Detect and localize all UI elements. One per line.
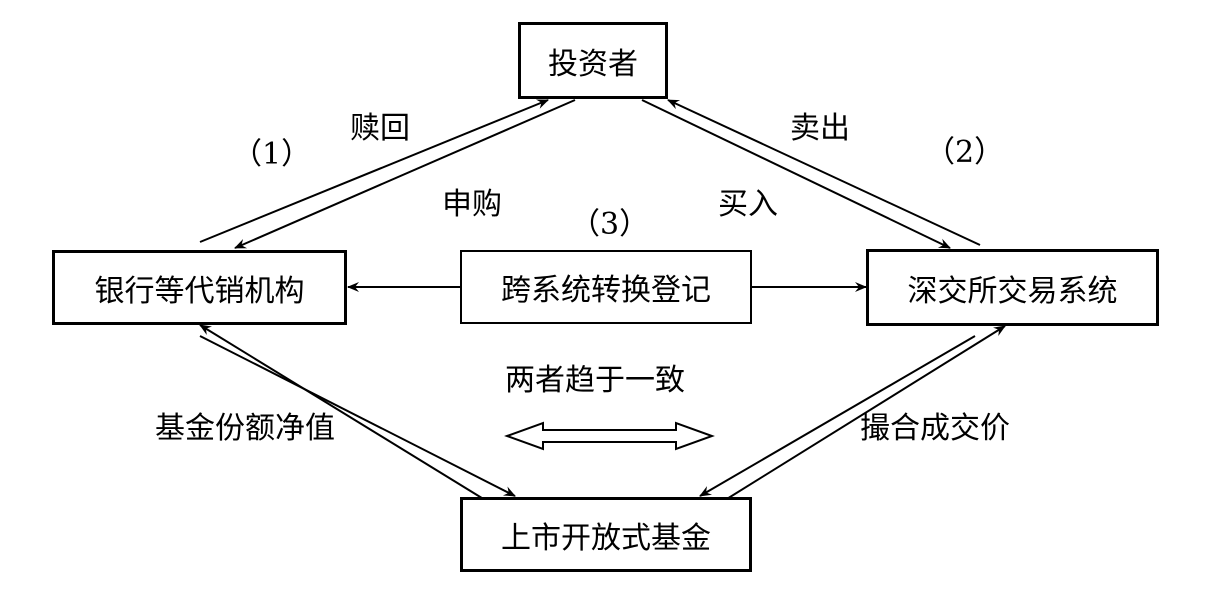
- arrow-sell: [667, 99, 981, 246]
- node-lof: 上市开放式基金: [460, 497, 752, 572]
- label-subscribe: 申购: [442, 187, 502, 222]
- node-bank: 银行等代销机构: [52, 250, 347, 325]
- node-transfer-label: 跨系统转换登记: [501, 273, 711, 308]
- node-lof-label: 上市开放式基金: [501, 520, 711, 556]
- arrow-lof-to-szse: [721, 325, 1006, 503]
- arrow-szse-to-lof: [699, 335, 976, 497]
- node-bank-label: 银行等代销机构: [94, 273, 305, 309]
- node-investor: 投资者: [518, 22, 668, 99]
- label-redeem: 赎回: [350, 111, 410, 146]
- label-match-price: 撮合成交价: [860, 411, 1010, 446]
- label-buy: 买入: [718, 187, 778, 222]
- arrow-bank-to-lof: [199, 335, 516, 497]
- label-nav: 基金份额净值: [155, 411, 335, 446]
- label-sell: 卖出: [790, 111, 850, 146]
- label-path-1: （1）: [232, 137, 312, 172]
- node-szse-label: 深交所交易系统: [907, 273, 1118, 309]
- label-path-3: （3）: [570, 207, 650, 242]
- label-converge: 两者趋于一致: [505, 363, 685, 398]
- node-szse: 深交所交易系统: [866, 249, 1159, 326]
- label-path-2: （2）: [925, 135, 1005, 170]
- arrow-subscribe: [234, 99, 576, 249]
- arrow-lof-to-bank: [199, 324, 491, 504]
- converge-double-arrow: [504, 421, 715, 451]
- node-investor-label: 投资者: [548, 46, 638, 82]
- node-transfer: 跨系统转换登记: [460, 250, 752, 324]
- arrow-redeem: [199, 99, 549, 243]
- arrow-buy: [641, 99, 951, 249]
